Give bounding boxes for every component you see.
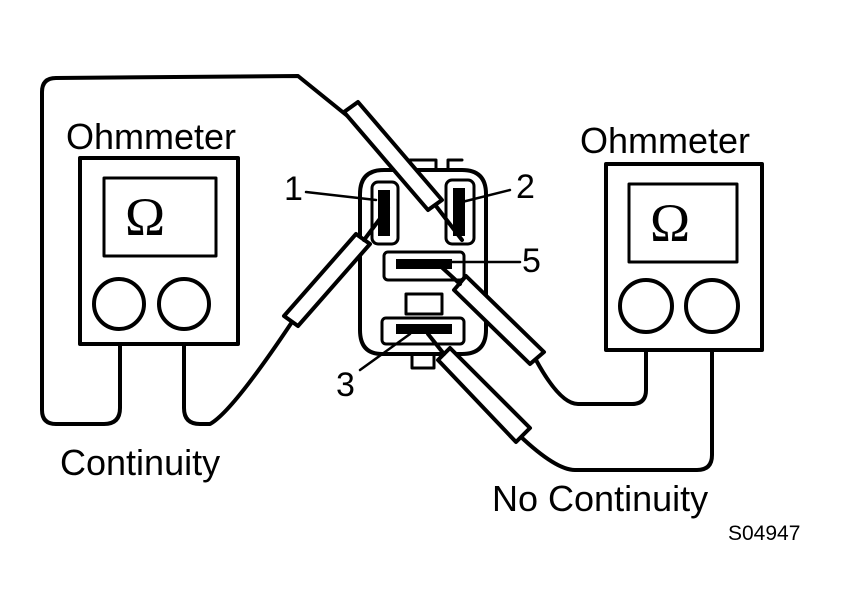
terminal-label-5: 5 [522,242,541,280]
right-ohm-symbol: Ω [650,193,691,253]
probe-right-bottom [426,332,532,444]
right-meter-title: Ohmmeter [580,120,751,161]
figure-code: S04947 [728,522,801,545]
leader-1 [304,190,378,202]
wire-left-inner [182,320,294,426]
terminal-label-3: 3 [336,366,355,404]
leader-2 [460,188,512,204]
terminal-label-1: 1 [284,170,303,208]
right-result-label: No Continuity [492,478,709,519]
wire-left-outer [40,74,352,426]
wire-right-1 [534,330,648,406]
leader-3 [358,332,412,372]
left-ohm-symbol: Ω [125,187,166,247]
terminal-label-2: 2 [516,168,535,206]
relay-connector [358,158,488,370]
probe-left-top [342,100,464,242]
left-ohmmeter [78,156,240,346]
left-meter-title: Ohmmeter [66,116,237,157]
wire-right-2 [518,330,714,472]
probe-right-top [434,260,546,366]
right-ohmmeter [604,162,764,352]
probe-left-bottom [282,206,390,328]
left-result-label: Continuity [60,442,221,483]
